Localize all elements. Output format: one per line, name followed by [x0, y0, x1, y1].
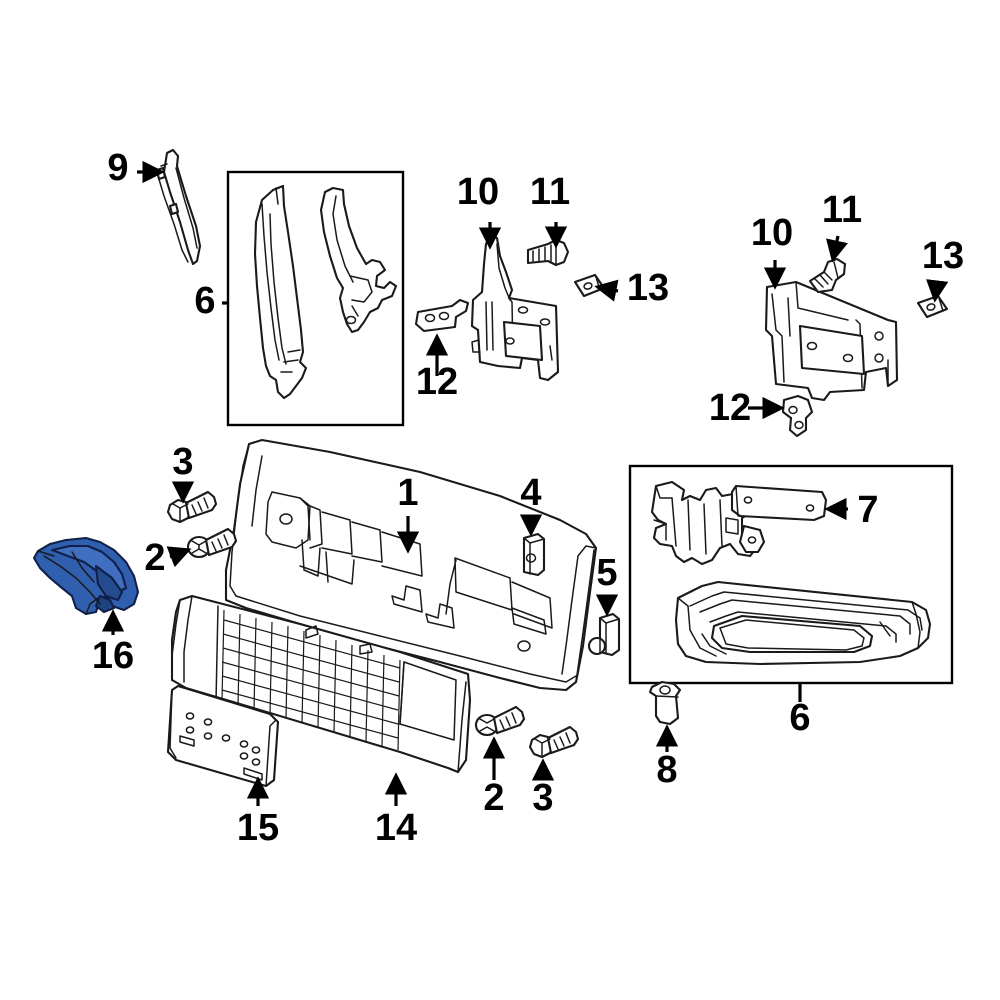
part-license-plate-bracket: [166, 684, 280, 788]
part-bracket-left: [470, 233, 560, 382]
part-lamp-assembly-boxed-right: [674, 580, 932, 666]
callout-13-left: 13: [627, 267, 669, 309]
part-grille-upper-panel: [224, 438, 598, 692]
callout-3-lower: 3: [532, 777, 553, 819]
callout-2-upper: 2: [144, 537, 165, 579]
part-screw-washer-lower: [474, 705, 526, 737]
callout-12-right: 12: [709, 387, 751, 429]
part-bolt-flange-right: [808, 257, 847, 294]
callout-14: 14: [375, 807, 417, 849]
callout-8: 8: [656, 749, 677, 791]
callout-5: 5: [596, 552, 617, 594]
callout-4: 4: [520, 472, 541, 514]
part-screw-hex-lower: [528, 725, 580, 759]
callout-6-left: 6: [194, 280, 215, 322]
part-headlamp-assembly-boxed-left: [253, 184, 398, 400]
part-retainer-right: [781, 394, 814, 438]
callout-3-upper: 3: [172, 441, 193, 483]
part-retainer-pin: [587, 612, 621, 657]
part-grille-bracket-highlighted: [32, 536, 140, 616]
callout-9: 9: [107, 147, 128, 189]
leader-13-right: [926, 279, 949, 303]
part-grille-lower-mesh: [170, 594, 472, 774]
part-bracket-right: [764, 280, 899, 402]
callout-7: 7: [857, 489, 878, 531]
part-nut-barrel: [648, 680, 682, 726]
part-retainer-left: [414, 298, 470, 333]
part-screw-washer-upper: [186, 527, 238, 559]
callout-12-left: 12: [416, 361, 458, 403]
callout-11-left: 11: [530, 171, 570, 213]
callout-11-right: 11: [822, 189, 862, 231]
leader-lines: [101, 160, 949, 806]
callout-2-lower: 2: [483, 777, 504, 819]
callout-13-right: 13: [922, 235, 964, 277]
leader-2-upper: [166, 546, 192, 568]
callout-10-left: 10: [457, 171, 499, 213]
grille-mesh-pattern: [221, 609, 401, 751]
callout-1: 1: [397, 472, 418, 514]
part-screw-hex-upper: [166, 490, 218, 524]
callout-16: 16: [92, 635, 134, 677]
leader-13-left: [594, 279, 619, 302]
part-clip-square: [522, 532, 546, 577]
part-bracket-boxed-right: [650, 480, 828, 566]
callout-15: 15: [237, 807, 279, 849]
leader-11-right: [826, 235, 848, 263]
callout-10-right: 10: [751, 212, 793, 254]
callout-6-right: 6: [789, 697, 810, 739]
